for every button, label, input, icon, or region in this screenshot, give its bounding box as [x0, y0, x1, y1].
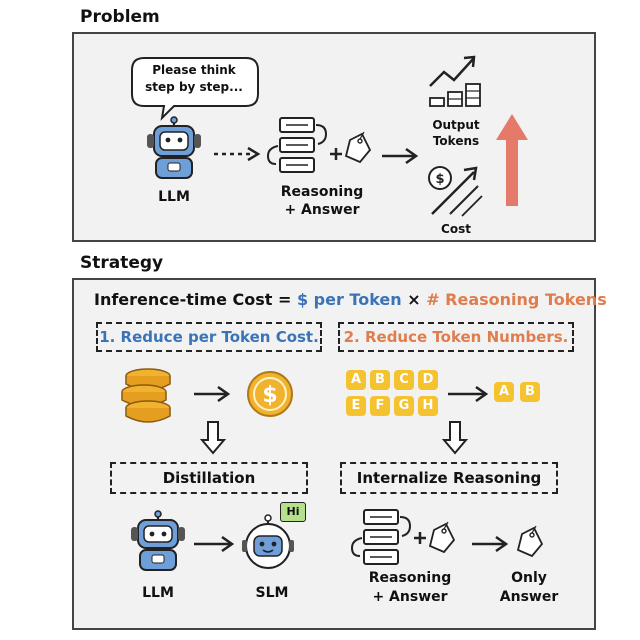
- distillation-box: Distillation: [110, 462, 308, 494]
- svg-text:$: $: [262, 383, 277, 408]
- formula-term-tokens: # Reasoning Tokens: [426, 290, 607, 309]
- formula-term-price: $ per Token: [296, 290, 402, 309]
- cost-rising-icon: $: [428, 166, 483, 217]
- option-reduce-token-numbers: 2. Reduce Token Numbers.: [338, 322, 574, 352]
- bubble-text-line2: step by step...: [145, 80, 243, 94]
- formula: Inference-time Cost = $ per Token × # Re…: [94, 290, 607, 309]
- svg-text:$: $: [435, 172, 444, 187]
- strategy-llm-label: LLM: [142, 585, 174, 601]
- strategy-panel: Inference-time Cost = $ per Token × # Re…: [72, 278, 607, 630]
- bubble-text-line1: Please think: [152, 63, 236, 77]
- formula-times: ×: [401, 290, 427, 309]
- letter-tile: A: [494, 382, 514, 402]
- coin-stack-icon: [121, 368, 171, 423]
- strategy-reasoning-line2: + Answer: [372, 589, 448, 605]
- strategy-title: Strategy: [80, 253, 164, 273]
- problem-panel: Please think step by step... LLM Reasoni: [72, 32, 596, 242]
- letter-tile: E: [346, 396, 366, 416]
- robot-slm-icon: [242, 514, 294, 569]
- internalize-reasoning-box: Internalize Reasoning: [340, 462, 558, 494]
- output-tokens-line1: Output: [432, 118, 480, 132]
- robot-llm-icon: [131, 510, 185, 571]
- output-tokens-line2: Tokens: [432, 134, 480, 148]
- reasoning-stack-icon: [266, 117, 342, 173]
- dollar-coin-icon: $: [247, 371, 293, 417]
- price-tag-icon: [344, 131, 372, 164]
- letter-tile: H: [418, 396, 438, 416]
- letter-tile: A: [346, 370, 366, 390]
- arrow-right-icon: [382, 147, 419, 165]
- growth-chart-icon: [429, 55, 481, 107]
- arrow-right-icon: [194, 385, 231, 403]
- formula-prefix: Inference-time Cost =: [94, 290, 297, 309]
- cost-label: Cost: [441, 222, 471, 236]
- reasoning-stack-icon: [350, 509, 426, 565]
- down-arrow-icon: [199, 421, 227, 455]
- letter-tile: C: [394, 370, 414, 390]
- hi-badge: Hi: [280, 502, 306, 522]
- option-reduce-token-cost: 1. Reduce per Token Cost.: [96, 322, 322, 352]
- problem-reasoning-line1: Reasoning: [280, 184, 364, 200]
- letter-tile: G: [394, 396, 414, 416]
- only-answer-line2: Answer: [499, 589, 559, 605]
- robot-llm-icon: [147, 116, 201, 179]
- dotted-arrow-icon: [214, 146, 261, 162]
- letter-tile: B: [520, 382, 540, 402]
- letter-tile: D: [418, 370, 438, 390]
- slm-label: SLM: [255, 585, 289, 601]
- down-arrow-icon: [441, 421, 469, 455]
- price-tag-icon: [516, 525, 544, 558]
- strategy-reasoning-line1: Reasoning: [368, 570, 452, 586]
- letter-tile: F: [370, 396, 390, 416]
- only-answer-line1: Only: [511, 570, 547, 586]
- problem-title: Problem: [80, 7, 160, 27]
- problem-reasoning-line2: + Answer: [284, 202, 360, 218]
- arrow-right-icon: [194, 535, 235, 553]
- up-arrow-icon: [496, 114, 528, 206]
- price-tag-icon: [428, 521, 456, 554]
- arrow-right-icon: [472, 535, 509, 553]
- letter-tile: B: [370, 370, 390, 390]
- speech-bubble-icon: [131, 57, 259, 121]
- arrow-right-icon: [448, 385, 489, 403]
- problem-llm-label: LLM: [158, 189, 190, 205]
